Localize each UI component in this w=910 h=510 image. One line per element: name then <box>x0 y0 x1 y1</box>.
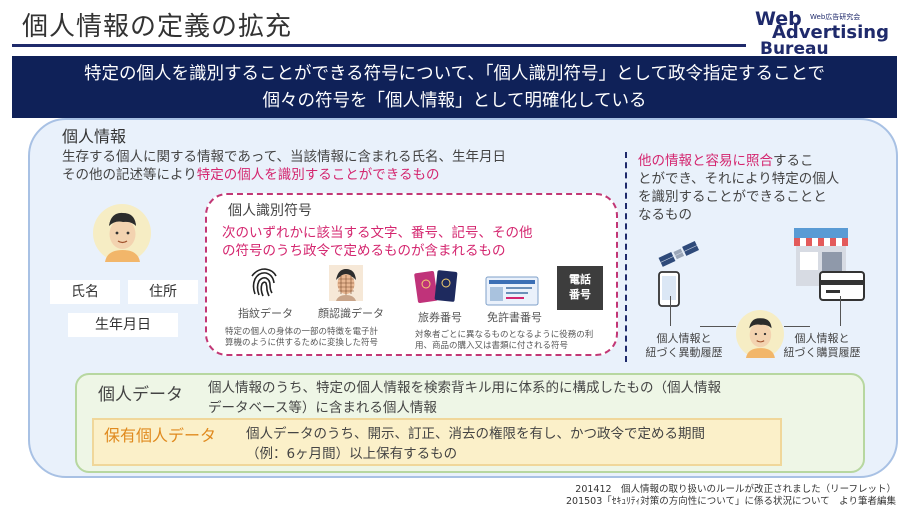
headline-banner: 特定の個人を識別することができる符号について、「個人識別符号」として政令指定する… <box>12 56 897 118</box>
person-small-face-icon <box>745 318 775 358</box>
retained-data-label: 保有個人データ <box>104 426 217 445</box>
personal-info-desc-line-2: その他の記述等により特定の個人を識別することができるもの <box>62 166 602 184</box>
link-line-left-vertical <box>670 296 671 326</box>
collation-desc-line-2: とができ、それにより特定の個人 <box>638 171 840 187</box>
link-line-right <box>784 326 810 327</box>
banner-line-2: 個々の符号を「個人情報」として明確化している <box>262 91 647 111</box>
license-card-icon <box>485 276 539 306</box>
personal-data-desc-line-1: 個人情報のうち、特定の個人情報を検索背キル用に体系的に構成したもの（個人情報 <box>208 380 721 396</box>
personal-identifier-box <box>205 193 618 356</box>
purchase-caption-line-1: 個人情報と <box>794 332 850 345</box>
source-line-1: 201412 個人情報の取り扱いのルールが改正されました（リーフレット） <box>575 484 896 495</box>
logo-text-bureau: Bureau <box>760 39 829 59</box>
person-face-icon <box>105 212 140 262</box>
collation-desc-highlight: 他の情報と容易に照合 <box>638 153 773 169</box>
tag-birthday: 生年月日 <box>68 313 178 337</box>
person-small-icon <box>736 310 784 358</box>
banner-line-1: 特定の個人を識別することができる符号について、「個人識別符号」として政令指定する… <box>84 64 825 84</box>
tag-name: 氏名 <box>50 280 120 304</box>
person-icon <box>93 204 151 262</box>
movement-caption-line-2: 紐づく異動履歴 <box>645 346 723 359</box>
personal-identifier-description: 次のいずれかに該当する文字、番号、記号、その他 の符号のうち政令で定めるものが含… <box>222 224 612 260</box>
personal-info-desc-highlight: 特定の個人を識別することができるもの <box>196 167 440 183</box>
movement-caption-line-1: 個人情報と <box>656 332 712 345</box>
assigned-number-note: 対象者ごとに異なるものとなるように役務の利 用、商品の購入又は書類に付される符号 <box>415 330 613 352</box>
source-footer: 201412 個人情報の取り扱いのルールが改正されました（リーフレット） 201… <box>566 484 896 508</box>
source-line-2: 201503「ｾｷｭﾘﾃｨ対策の方向性について」に係る状況について より筆者編集 <box>565 496 896 507</box>
personal-data-label: 個人データ <box>98 385 183 405</box>
phone-label-line-1: 電話 <box>569 273 591 286</box>
assigned-note-line-1: 対象者ごとに異なるものとなるように役務の利 <box>415 330 594 340</box>
fingerprint-icon <box>251 268 277 297</box>
logo-text-advertising: Advertising <box>772 22 889 43</box>
face-scan-icon <box>329 265 363 301</box>
web-advertising-bureau-logo: Web Web広告研究会 Advertising Bureau <box>750 8 910 59</box>
page-title: 個人情報の定義の拡充 <box>22 12 293 42</box>
link-line-left <box>700 326 736 327</box>
phone-label-line-2: 番号 <box>569 288 591 301</box>
personal-info-desc-line-1: 生存する個人に関する情報であって、当該情報に含まれる氏名、生年月日 <box>62 149 507 165</box>
fingerprint-label: 指紋データ <box>238 307 293 320</box>
link-line-right-vertical <box>840 296 841 326</box>
personal-info-label: 個人情報 <box>62 127 127 146</box>
personal-info-desc-plain: その他の記述等により <box>62 167 197 183</box>
tag-address: 住所 <box>128 280 198 304</box>
personal-identifier-title: 個人識別符号 <box>228 203 312 219</box>
purchase-caption-line-2: 紐づく購買履歴 <box>783 346 861 359</box>
collation-desc-line-1: 他の情報と容易に照合するこ <box>638 152 868 170</box>
assigned-note-line-2: 用、商品の購入又は書類に付される符号 <box>415 341 569 351</box>
retained-data-desc-line-1: 個人データのうち、開示、訂正、消去の権限を有し、かつ政令で定める期間 <box>246 426 705 442</box>
title-underline <box>12 44 746 47</box>
biometric-note-line-1: 特定の個人の身体の一部の特徴を電子計 <box>225 327 379 337</box>
retained-data-description: 個人データのうち、開示、訂正、消去の権限を有し、かつ政令で定める期間 （例：6ヶ… <box>246 424 766 464</box>
face-recognition-label: 顔認識データ <box>318 307 384 320</box>
identifier-desc-line-1: 次のいずれかに該当する文字、番号、記号、その他 <box>222 225 533 241</box>
purchase-history-caption: 個人情報と 紐づく購買履歴 <box>776 332 868 360</box>
personal-data-description: 個人情報のうち、特定の個人情報を検索背キル用に体系的に構成したもの（個人情報 デ… <box>208 378 848 418</box>
retained-data-box <box>92 418 782 466</box>
personal-data-desc-line-2: データベース等）に含まれる個人情報 <box>208 400 437 416</box>
identifier-desc-line-2: の符号のうち政令で定めるものが含まれるもの <box>222 243 506 259</box>
logo-subtext: Web広告研究会 <box>810 13 861 21</box>
biometric-note-line-2: 算機のように供するために変換した符号 <box>225 338 379 348</box>
satellite-icon <box>658 240 700 307</box>
credit-card-icon <box>819 271 865 301</box>
collation-desc-line-3: を識別することができることと <box>638 189 827 205</box>
license-label: 免許書番号 <box>487 311 542 324</box>
phone-number-icon: 電話 番号 <box>557 266 603 310</box>
personal-info-description: 生存する個人に関する情報であって、当該情報に含まれる氏名、生年月日 その他の記述… <box>62 148 602 184</box>
passport-icon <box>414 270 458 303</box>
passport-label: 旅券番号 <box>418 311 462 324</box>
store-icon <box>794 228 865 301</box>
logo-text-web: Web <box>755 8 802 30</box>
retained-data-desc-line-2: （例：6ヶ月間）以上保有するもの <box>246 446 458 462</box>
movement-history-caption: 個人情報と 紐づく異動履歴 <box>638 332 730 360</box>
dashed-divider <box>625 152 627 362</box>
collation-desc-line-4: なるもの <box>638 207 692 223</box>
collation-description: 他の情報と容易に照合するこ とができ、それにより特定の個人 を識別することができ… <box>638 152 868 224</box>
biometric-note: 特定の個人の身体の一部の特徴を電子計 算機のように供するために変換した符号 <box>225 327 415 349</box>
collation-desc-tail: するこ <box>773 153 814 169</box>
